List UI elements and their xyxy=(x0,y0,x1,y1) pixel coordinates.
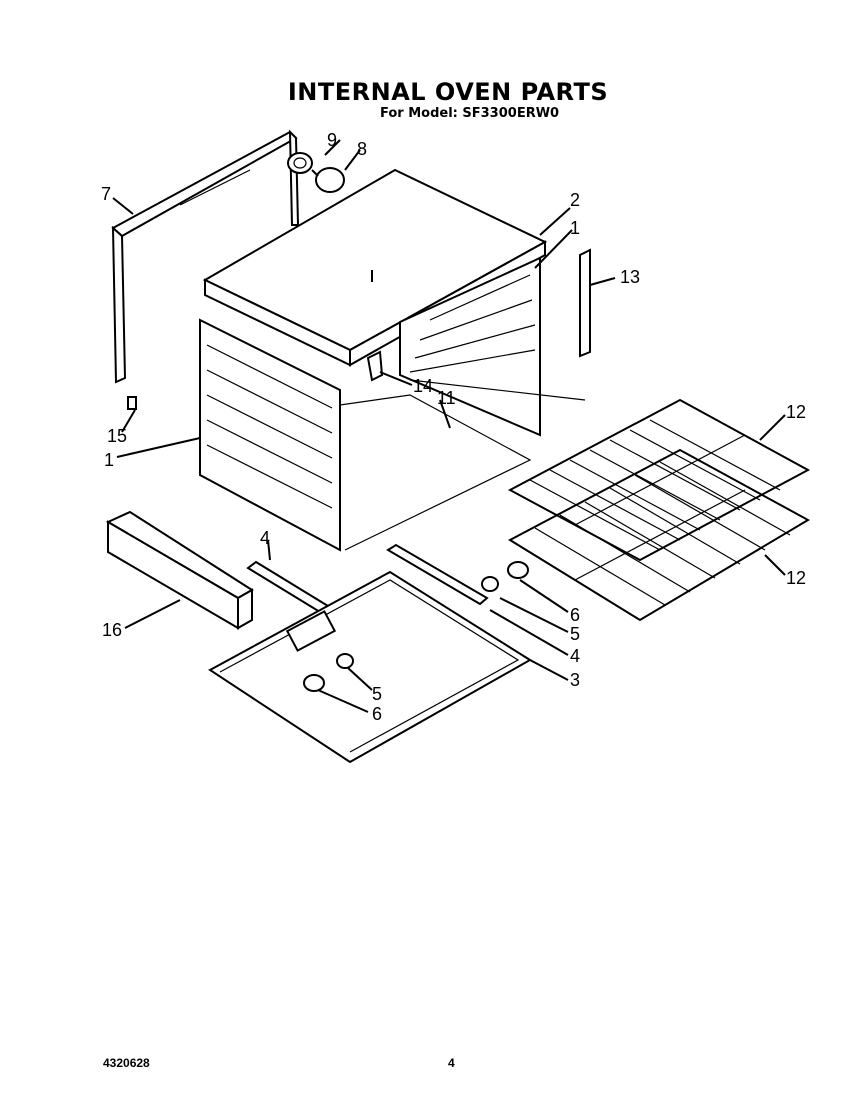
callout-13: 13 xyxy=(620,267,640,287)
page-number: 4 xyxy=(448,1056,455,1070)
part-1-right-side-panel xyxy=(399,256,586,437)
page-title: INTERNAL OVEN PARTS xyxy=(287,78,609,106)
callout-6-left: 6 xyxy=(372,704,382,724)
part-16-vent-duct xyxy=(105,510,254,630)
callout-11: 11 xyxy=(437,388,456,408)
callout-4-right: 4 xyxy=(570,646,580,666)
callout-12-lower: 12 xyxy=(786,568,806,588)
part-15-spring xyxy=(127,396,137,410)
callout-1-top: 1 xyxy=(570,218,580,238)
callout-5-left: 5 xyxy=(372,684,382,704)
part-14-clip xyxy=(366,350,384,382)
callout-7: 7 xyxy=(101,184,111,204)
part-13-rear-strip xyxy=(579,248,591,358)
model-subtitle: For Model: SF3300ERW0 xyxy=(380,106,560,121)
part-5-orifice-right xyxy=(481,576,499,592)
callout-15: 15 xyxy=(107,426,127,446)
callout-12-upper: 12 xyxy=(786,402,806,422)
callout-9: 9 xyxy=(327,130,337,150)
part-9-lamp-socket xyxy=(287,152,313,174)
document-number: 4320628 xyxy=(103,1056,150,1070)
callout-6-right: 6 xyxy=(570,605,580,625)
part-12-lower-rack xyxy=(507,448,811,622)
callout-8: 8 xyxy=(357,139,367,159)
part-4-burner-tube-right xyxy=(386,543,489,606)
part-5-orifice-left xyxy=(336,653,354,669)
callout-2: 2 xyxy=(570,190,580,210)
leader-lines xyxy=(112,139,786,713)
part-8-lamp-bulb xyxy=(311,167,345,193)
part-11-oven-bottom xyxy=(339,394,532,551)
callout-16: 16 xyxy=(102,620,122,640)
callout-1-left: 1 xyxy=(104,450,114,470)
callout-4-left: 4 xyxy=(260,528,270,548)
callout-5-right: 5 xyxy=(570,624,580,644)
callout-3: 3 xyxy=(570,670,580,690)
part-6-cap-left xyxy=(303,674,325,692)
callout-14: 14 xyxy=(413,376,433,396)
part-6-cap-right xyxy=(507,561,529,579)
part-1-left-side-panel xyxy=(199,318,341,552)
part-3-bottom-pan xyxy=(208,570,532,764)
